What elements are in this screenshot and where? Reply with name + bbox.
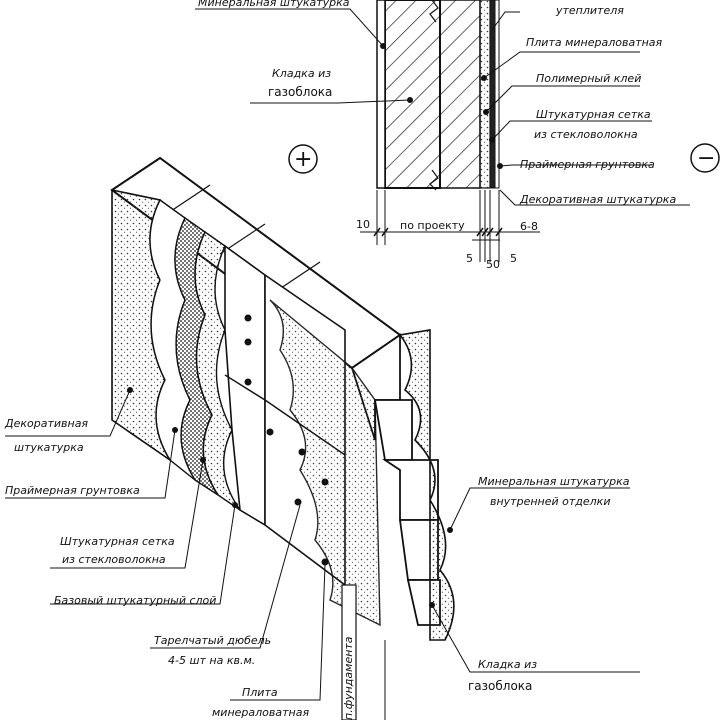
iso-masonry-plaster [269,299,381,627]
section-inner-plaster [376,0,386,189]
iso-label-mesh-2: из стекловолокна [62,553,166,566]
iso-label-mesh-1: Штукатурная сетка [60,535,175,548]
iso-label-foundation: п.фундамента [342,636,355,720]
iso-plate-1 [224,244,266,527]
section-mesh-layer [489,0,496,189]
dim-10: 10 [356,218,370,231]
minus-sign-circle [690,143,720,173]
iso-label-mineral-inner-2: внутренней отделки [490,495,610,508]
iso-label-primer: Праймерная грунтовка [5,484,140,497]
section-decor-layer [494,0,500,189]
iso-label-plate-2: минераловатная [212,706,309,719]
dowel-icon [244,314,252,322]
dim-6-8: 6-8 [520,220,538,233]
label-masonry: Кладка из [272,67,331,80]
iso-label-base-layer: Базовый штукатурный слой [54,594,216,607]
label-mineral-wool-plate: Плита минераловатная [526,36,663,49]
dowel-icon [244,378,252,386]
iso-inner-plaster [398,329,455,641]
iso-label-masonry-1: Кладка из [478,658,537,671]
dim-5a: 5 [466,252,473,265]
iso-label-plate-1: Плита [242,686,278,699]
label-insulation-top: утеплителя [555,4,624,17]
iso-label-dowel-2: 4-5 шт на кв.м. [168,654,255,667]
label-polymer-glue: Полимерный клей [536,72,641,85]
section-masonry [384,0,441,189]
section-mineral-wool [479,0,491,189]
iso-label-masonry-2: газоблока [468,679,532,693]
iso-label-mineral-inner-1: Минеральная штукатурка [478,475,630,488]
dowel-icon [298,448,306,456]
dowel-icon [266,428,274,436]
dim-5b: 5 [510,252,517,265]
iso-wall [110,156,455,720]
iso-foundation-strip [341,584,357,720]
dowel-icon [321,558,329,566]
section-leaders [195,8,690,206]
label-mesh: Штукатурная сетка [536,108,651,121]
iso-label-decor-1: Декоративная [4,417,88,430]
iso-label-dowel-1: Тарелчатый дюбель [154,634,271,647]
label-primer: Праймерная грунтовка [520,158,655,171]
iso-block-stack [350,333,441,626]
dim-50: 50 [486,258,500,271]
dowel-icon [294,498,302,506]
plus-sign: + [294,147,312,172]
label-decor-plaster: Декоративная штукатурка [519,193,676,206]
minus-sign: − [697,146,715,171]
dowel-icon [244,338,252,346]
iso-label-decor-2: штукатурка [14,441,84,454]
iso-leaders [5,389,640,720]
label-masonry-2: газоблока [268,85,332,99]
label-mesh-2: из стекловолокна [534,128,638,141]
section-masonry-right [439,0,481,189]
label-mineral-plaster-top: Минеральная штукатурка [198,0,350,9]
iso-leader-dots [127,387,453,608]
wall-section: 10 по проекту 5 50 5 6-8 + − Минеральная… [195,0,720,271]
plus-sign-circle [288,144,318,174]
dim-by-project: по проекту [400,219,465,232]
